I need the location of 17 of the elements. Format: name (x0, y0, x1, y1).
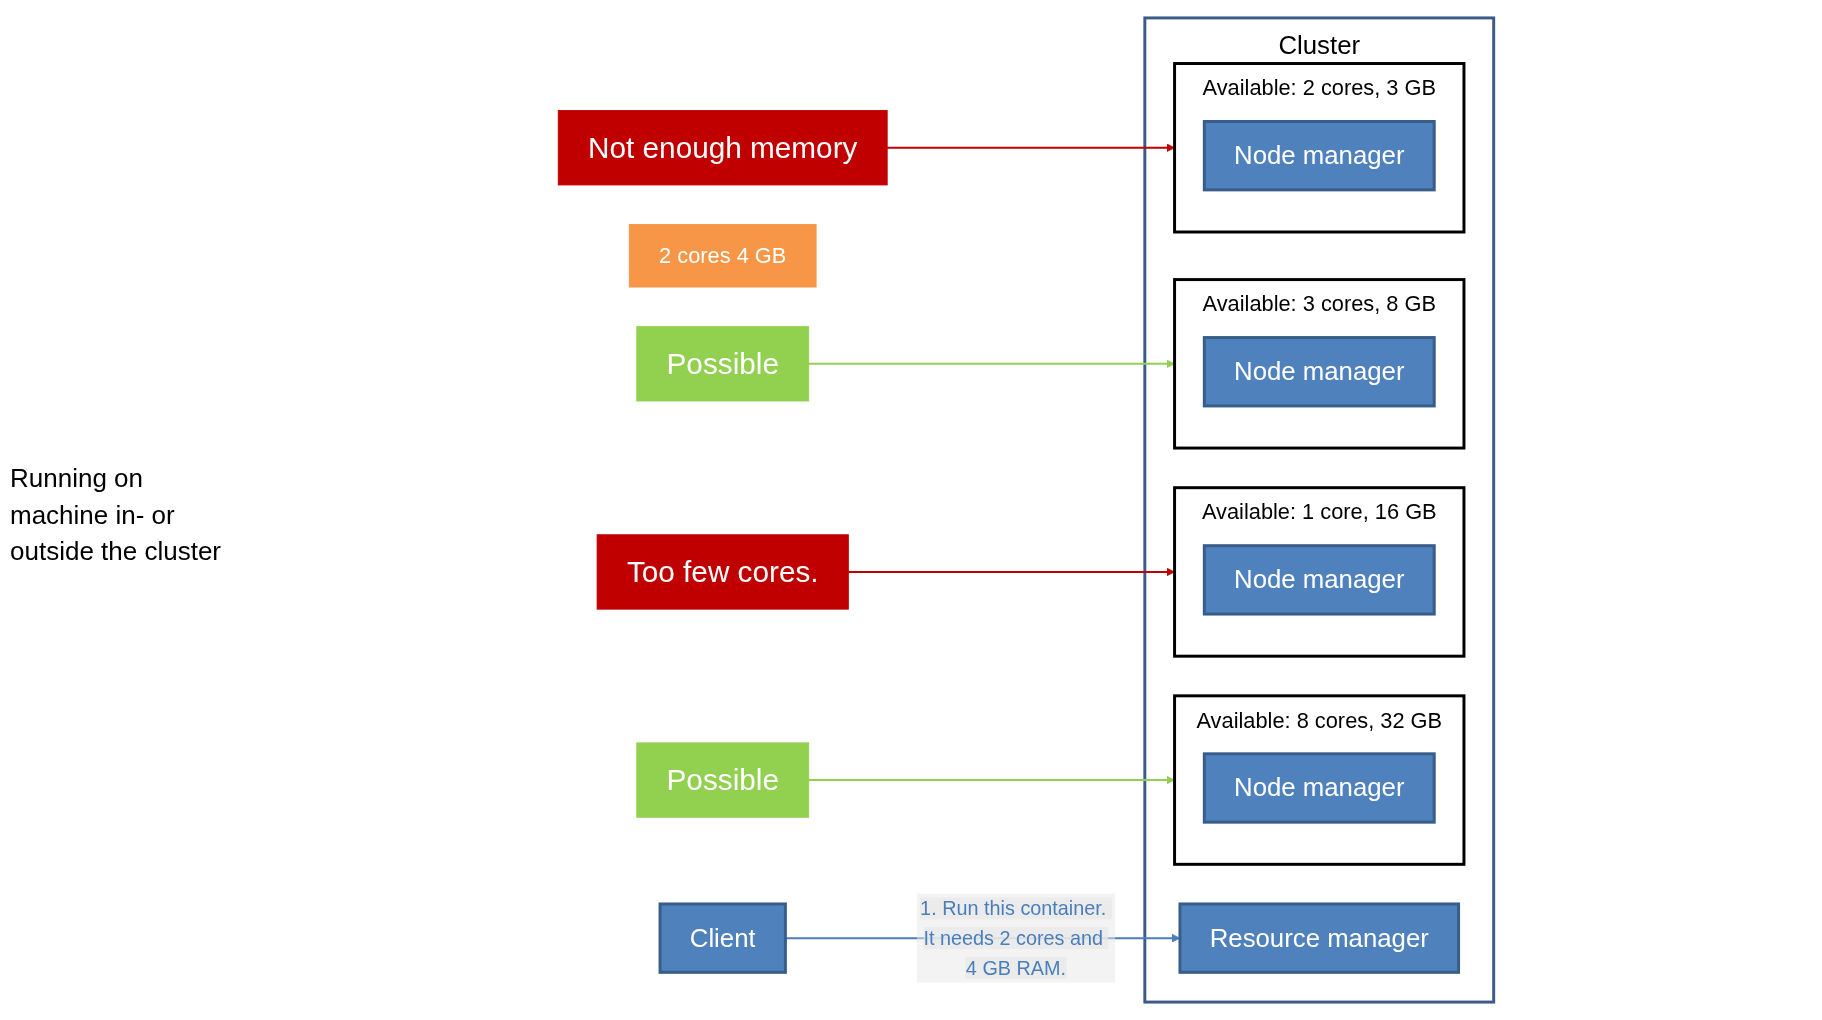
node-box: Resource manager (1178, 902, 1461, 974)
node-box: Not enough memory (557, 110, 888, 186)
node-box: Node manager (1202, 120, 1436, 192)
node-box: Node manager (1202, 752, 1436, 824)
node-box: Client (658, 902, 787, 974)
edge-label: 1. Run this container. It needs 2 cores and 4 GB RAM. (920, 897, 1107, 979)
node-box: Too few cores. (596, 534, 849, 610)
node-box: 2 cores 4 GB (628, 224, 817, 288)
node-box: Node manager (1202, 336, 1436, 408)
arrow (807, 775, 1175, 785)
node-box: Possible (636, 326, 810, 402)
arrow (886, 143, 1175, 153)
node-box: Node manager (1202, 544, 1436, 616)
arrow (847, 567, 1175, 577)
node-caption: Running on machine in- or outside the cluster (10, 462, 222, 569)
arrow (807, 359, 1175, 369)
node-box: Possible (636, 742, 810, 818)
